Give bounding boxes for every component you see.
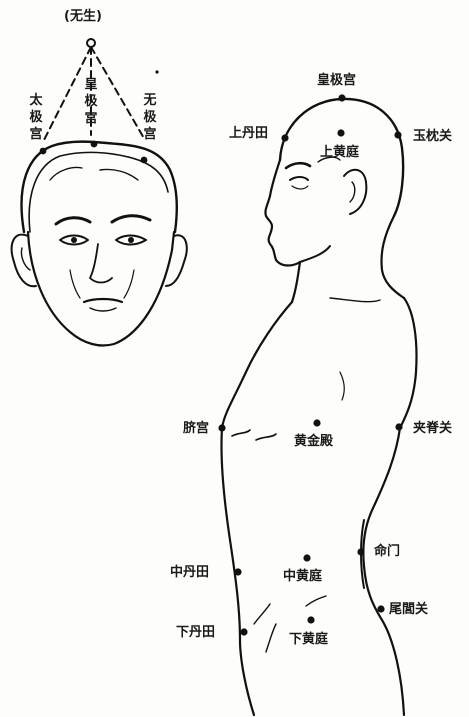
tailbone-pass-label: 尾閭关 bbox=[389, 603, 428, 616]
hair-strand-1 bbox=[50, 168, 82, 181]
left-pupil bbox=[71, 237, 77, 243]
middle-yellow-court-label: 中黄庭 bbox=[283, 570, 322, 583]
navel-palace-label: 脐宫 bbox=[183, 422, 209, 435]
hair-strand-2 bbox=[100, 169, 138, 180]
gate-of-life-dot bbox=[357, 548, 364, 555]
spine-pass-label: 夹脊关 bbox=[413, 422, 452, 435]
wuji-palace-dot bbox=[141, 157, 148, 164]
left-cheek-line bbox=[70, 270, 80, 298]
huangji-palace-dot bbox=[338, 94, 345, 101]
left-ear-inner bbox=[21, 248, 30, 270]
huangji-palace-dot-front bbox=[91, 141, 98, 148]
spine-pass-dot bbox=[395, 423, 402, 430]
middle-dantian-label: 中丹田 bbox=[170, 566, 209, 579]
lower-yellow-court-dot bbox=[307, 616, 314, 623]
front-head-drawing bbox=[12, 39, 187, 346]
abdomen-hatch-2 bbox=[256, 434, 276, 440]
middle-yellow-court-dot bbox=[303, 554, 310, 561]
thigh-line bbox=[266, 624, 276, 652]
huangji-palace-label: 皇极宫 bbox=[317, 74, 356, 87]
lower-yellow-court-label: 下黄庭 bbox=[289, 633, 328, 646]
lower-back bbox=[363, 428, 404, 715]
golden-hall-label: 黄金殿 bbox=[294, 435, 333, 448]
lower-abdomen-hatch-1 bbox=[254, 604, 270, 624]
apex-circle bbox=[87, 39, 95, 47]
upper-dantian-label: 上丹田 bbox=[229, 127, 268, 140]
taiji-palace-label: 太极宫 bbox=[28, 92, 44, 143]
face-outline bbox=[28, 232, 174, 346]
taiji-palace-dot bbox=[40, 148, 47, 155]
paper-speck bbox=[155, 70, 158, 73]
upper-dantian-dot bbox=[281, 134, 288, 141]
lower-abdomen-hatch-2 bbox=[306, 596, 326, 606]
lower-dantian-dot bbox=[240, 628, 247, 635]
side-ear-inner bbox=[350, 182, 355, 202]
lower-dantian-label: 下丹田 bbox=[176, 626, 215, 639]
face-profile bbox=[265, 160, 300, 266]
upper-yellow-court-dot bbox=[337, 129, 344, 136]
apex-label: (无生) bbox=[64, 10, 102, 23]
upper-yellow-court-label: 上黄庭 bbox=[320, 146, 359, 159]
head-hairline bbox=[22, 142, 177, 232]
jaw-line bbox=[300, 246, 330, 262]
navel-palace-dot bbox=[218, 424, 225, 431]
shoulder-line bbox=[330, 298, 380, 302]
throat-line bbox=[292, 262, 300, 302]
chest-crease bbox=[340, 372, 344, 400]
jade-pillow-pass-dot bbox=[394, 131, 401, 138]
tailbone-pass-dot bbox=[377, 605, 384, 612]
chest-front bbox=[222, 302, 292, 428]
side-body-drawing bbox=[218, 94, 416, 715]
mouth-upper bbox=[84, 299, 122, 302]
back-of-neck bbox=[382, 216, 405, 298]
golden-hall-dot bbox=[313, 419, 320, 426]
side-eye-lower bbox=[292, 186, 308, 189]
abdomen-hatch-1 bbox=[232, 430, 250, 436]
jade-pillow-pass-label: 玉枕关 bbox=[413, 130, 452, 143]
side-eyebrow bbox=[286, 163, 310, 168]
right-pupil bbox=[128, 237, 134, 243]
huangji-palace-label-front: 皇极宫 bbox=[83, 76, 99, 127]
upper-back bbox=[400, 298, 417, 428]
mouth-lower bbox=[90, 308, 116, 311]
cone-right-line bbox=[91, 47, 145, 140]
wuji-palace-label: 无极宫 bbox=[142, 92, 158, 143]
right-cheek-line bbox=[124, 270, 134, 298]
side-eye bbox=[290, 177, 308, 180]
right-eyebrow bbox=[112, 216, 150, 222]
nose bbox=[90, 244, 112, 283]
left-eyebrow bbox=[56, 218, 90, 224]
middle-dantian-dot bbox=[234, 568, 241, 575]
gate-of-life-label: 命门 bbox=[374, 545, 400, 558]
